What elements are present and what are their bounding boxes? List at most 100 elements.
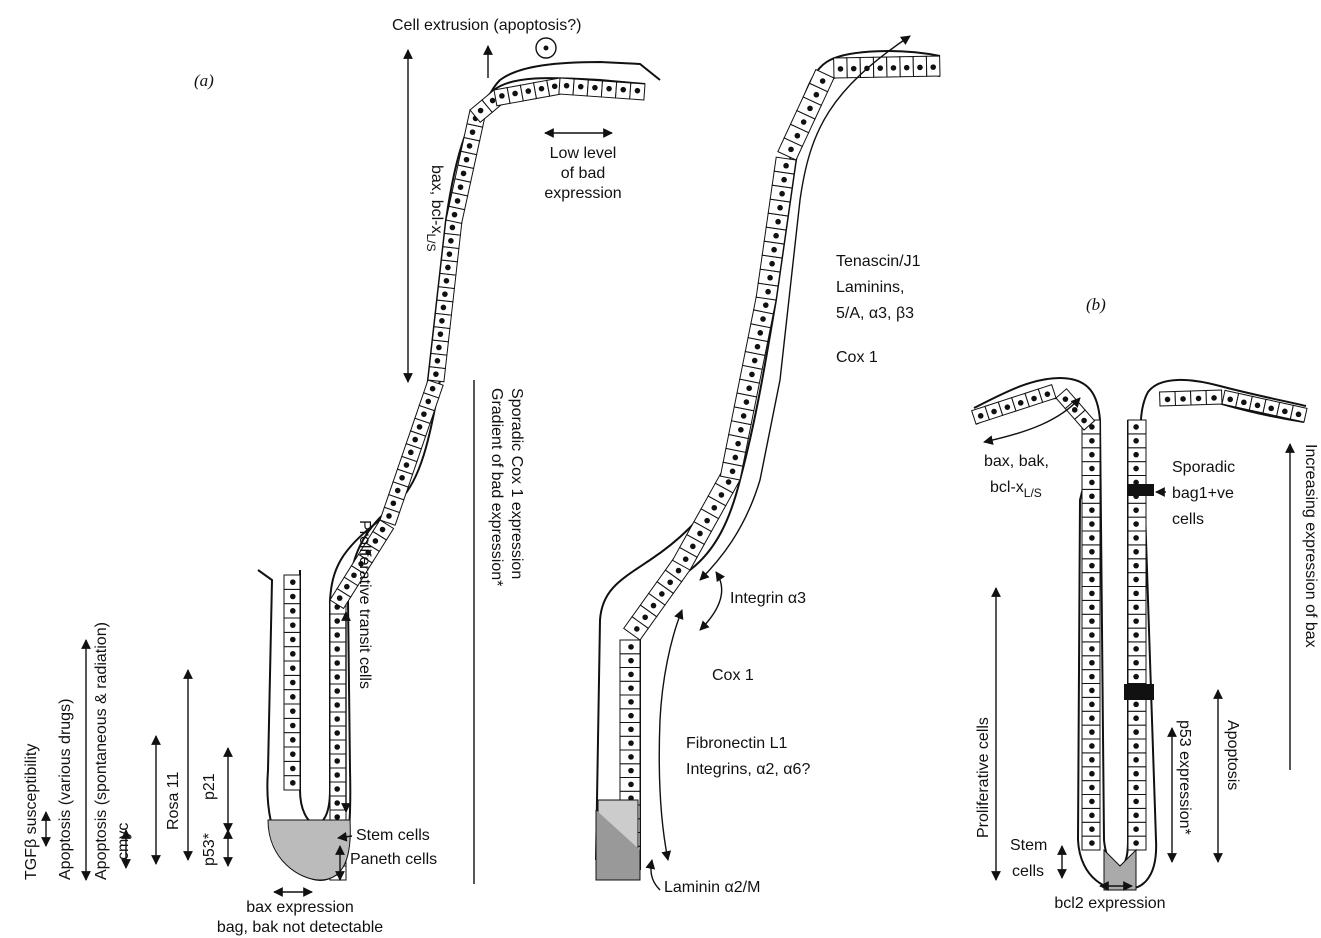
gradient-bad-label: Gradient of bad expression* [488, 388, 505, 586]
sporadic-bag-line1: Sporadic [1172, 459, 1235, 476]
increasing-bax-label: Increasing expression of bax [1302, 444, 1319, 648]
cell-nucleus [334, 716, 340, 722]
cell-nucleus [470, 129, 476, 135]
svg-text:Increasing expression of bax: Increasing expression of bax [1302, 444, 1319, 648]
cell-nucleus [334, 674, 340, 680]
cell-nucleus [773, 233, 779, 239]
cell-nucleus [1089, 632, 1095, 638]
cell-nucleus [399, 475, 405, 481]
cell-nucleus [1133, 813, 1139, 819]
cell-nucleus [290, 723, 296, 729]
cell-nucleus [1133, 563, 1139, 569]
cell-nucleus [448, 238, 454, 244]
cell-nucleus [1089, 771, 1095, 777]
sporadic-bag-line3: cells [1172, 511, 1204, 528]
cell-nucleus [628, 768, 634, 774]
cell-nucleus [1063, 396, 1069, 402]
cell-nucleus [1018, 400, 1024, 406]
cell-nucleus [891, 65, 897, 71]
cell-nucleus [628, 685, 634, 691]
bag-bak-label: bag, bak not detectable [217, 919, 383, 936]
cell-nucleus [512, 91, 518, 97]
cell-nucleus [592, 85, 598, 91]
cell-nucleus [1031, 396, 1037, 402]
fibronectin-label: Fibronectin L1 [686, 735, 787, 752]
cell-nucleus [452, 212, 458, 218]
cell-nucleus [436, 345, 442, 351]
integrin-a3-label: Integrin α3 [730, 590, 806, 607]
cell-nucleus [461, 171, 467, 177]
laminins-label: Laminins, [836, 279, 904, 296]
cell-nucleus [1089, 660, 1095, 666]
cell-nucleus [380, 527, 386, 533]
cell-nucleus [290, 665, 296, 671]
bcl2-label: bcl2 expression [1054, 895, 1165, 912]
cell-nucleus [795, 133, 801, 139]
sporadic-cox-label: Sporadic Cox 1 expression [508, 388, 525, 579]
cell-nucleus [564, 83, 570, 89]
cell-nucleus [635, 88, 641, 94]
cell-nucleus [690, 544, 696, 550]
cell-nucleus [438, 331, 444, 337]
cell-nucleus [781, 177, 787, 183]
cell-nucleus [801, 119, 807, 125]
cell-nucleus [290, 751, 296, 757]
panel-b-lumen-left [1100, 420, 1120, 866]
cell-nucleus [1133, 702, 1139, 708]
cell-nucleus [779, 191, 785, 197]
cell-nucleus [917, 65, 923, 71]
svg-text:Proliferative cells: Proliferative cells [975, 717, 992, 838]
cell-nucleus [1268, 406, 1274, 412]
cell-nucleus [1089, 604, 1095, 610]
cell-nucleus [290, 737, 296, 743]
cell-nucleus [552, 83, 558, 89]
cell-nucleus [334, 814, 340, 820]
cell-nucleus [334, 646, 340, 652]
svg-text:Gradient of bad expression*: Gradient of bad expression* [488, 388, 505, 586]
cell-nucleus [1133, 840, 1139, 846]
cell-nucleus [1089, 618, 1095, 624]
cell-nucleus [628, 658, 634, 664]
svg-text:bcl-xL/S: bcl-xL/S [990, 479, 1042, 500]
bag1-cell-lower [1124, 684, 1154, 700]
cell-nucleus [1089, 826, 1095, 832]
svg-text:Proliferative transit cells: Proliferative transit cells [356, 520, 373, 689]
cell-nucleus [499, 93, 505, 99]
cell-nucleus [1133, 826, 1139, 832]
cell-nucleus [1133, 521, 1139, 527]
cell-nucleus [1005, 404, 1011, 410]
apoptosis-spont-label: Apoptosis (spontaneous & radiation) [93, 622, 110, 880]
rosa-label: Rosa 11 [165, 771, 182, 830]
integrins-label: Integrins, α2, α6? [686, 761, 810, 778]
bag1-cell-upper [1128, 484, 1154, 496]
cell-nucleus [344, 584, 350, 590]
cell-nucleus [1133, 715, 1139, 721]
stem-cells-b-line2: cells [1012, 863, 1044, 880]
cell-nucleus [769, 261, 775, 267]
cell-nucleus [1089, 563, 1095, 569]
cell-nucleus [290, 680, 296, 686]
cell-nucleus [738, 427, 744, 433]
cell-nucleus [697, 531, 703, 537]
svg-text:Rosa 11: Rosa 11 [165, 771, 182, 830]
cell-nucleus [628, 740, 634, 746]
cell-extrusion-label: Cell extrusion (apoptosis?) [392, 17, 581, 34]
cell-nucleus [439, 318, 445, 324]
cell-nucleus [290, 637, 296, 643]
cell-nucleus [1133, 632, 1139, 638]
cell-nucleus [1180, 396, 1186, 402]
cell-nucleus [386, 513, 392, 519]
cell-nucleus [628, 713, 634, 719]
cell-nucleus [783, 163, 789, 169]
bax-bcl-label: bax, bcl-xL/S [424, 165, 445, 251]
cell-nucleus [1241, 400, 1247, 406]
cell-nucleus [820, 78, 826, 84]
proliferative-b-label: Proliferative cells [975, 717, 992, 838]
cell-nucleus [391, 500, 397, 506]
svg-text:Sporadic Cox 1 expression: Sporadic Cox 1 expression [508, 388, 525, 579]
laminins-sub-label: 5/A, α3, β3 [836, 305, 914, 322]
cell-nucleus [1133, 785, 1139, 791]
cell-nucleus [1089, 729, 1095, 735]
cell-nucleus [1133, 424, 1139, 430]
laminin-a2-arrow [651, 860, 660, 890]
